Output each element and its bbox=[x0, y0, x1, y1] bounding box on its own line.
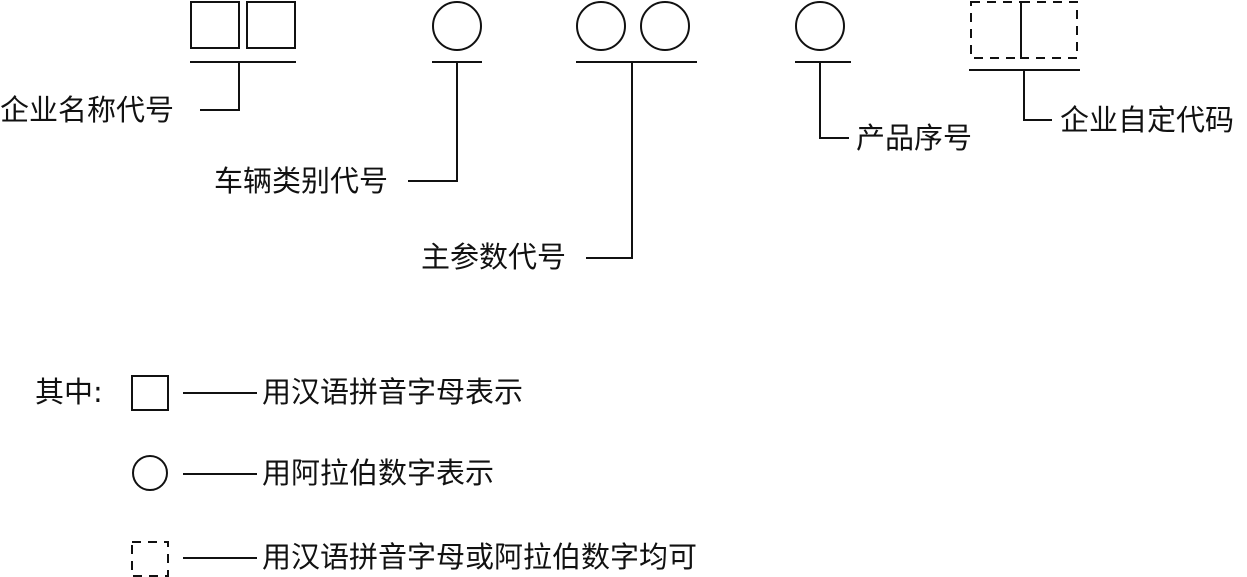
connector-main-parameter bbox=[586, 62, 633, 259]
connector-enterprise-custom bbox=[1023, 70, 1052, 121]
either-dashed-box-2 bbox=[1020, 1, 1078, 59]
connector-vehicle-category bbox=[408, 62, 458, 182]
legend-circle-text: 用阿拉伯数字表示 bbox=[262, 456, 495, 490]
connector-enterprise-name bbox=[200, 62, 240, 111]
digit-circle-4 bbox=[795, 1, 845, 51]
legend-circle-symbol bbox=[132, 455, 168, 491]
label-vehicle-category-code: 车辆类别代号 bbox=[214, 164, 389, 198]
digit-circle-3 bbox=[640, 1, 690, 51]
letter-square-2 bbox=[246, 1, 296, 49]
digit-circle-2 bbox=[576, 1, 626, 51]
label-main-parameter-code: 主参数代号 bbox=[421, 240, 567, 274]
either-dashed-box-1 bbox=[970, 1, 1022, 59]
label-enterprise-custom-code: 企业自定代码 bbox=[1060, 103, 1235, 137]
legend-square-text: 用汉语拼音字母表示 bbox=[262, 375, 524, 409]
legend-dashed-symbol bbox=[131, 541, 169, 577]
legend-dashed-text: 用汉语拼音字母或阿拉伯数字均可 bbox=[262, 540, 698, 574]
connector-product-serial bbox=[819, 62, 849, 139]
label-product-serial-number: 产品序号 bbox=[856, 121, 973, 155]
legend-prefix: 其中: bbox=[35, 375, 103, 409]
letter-square-1 bbox=[190, 1, 240, 49]
legend-square-symbol bbox=[131, 375, 169, 411]
digit-circle-1 bbox=[432, 1, 482, 51]
label-enterprise-name-code: 企业名称代号 bbox=[0, 93, 175, 127]
